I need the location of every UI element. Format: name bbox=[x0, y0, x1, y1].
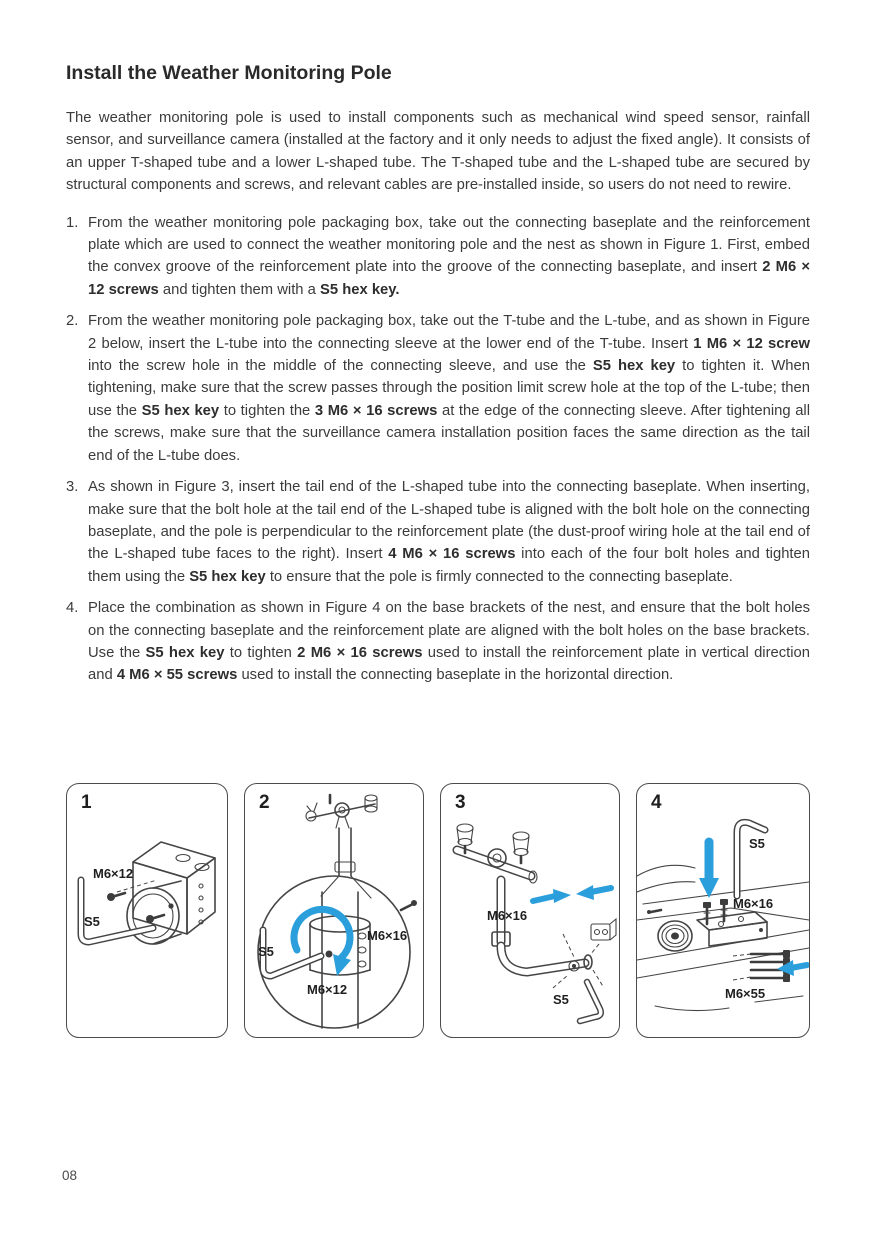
figure-2-label-hex-key: S5 bbox=[258, 944, 274, 959]
figure-row: 1 bbox=[66, 783, 810, 1040]
figure-2-panel: 2 bbox=[244, 783, 424, 1038]
page-content: Install the Weather Monitoring Pole The … bbox=[66, 0, 810, 696]
figure-1-label-hex-key: S5 bbox=[84, 914, 100, 929]
step-4-text: Place the combination as shown in Figure… bbox=[88, 600, 810, 684]
figure-4-drawing-nest-base bbox=[637, 818, 809, 1012]
figure-1-number: 1 bbox=[81, 792, 92, 813]
step-2-text: From the weather monitoring pole packagi… bbox=[88, 313, 811, 464]
figure-4-panel: 4 bbox=[636, 783, 810, 1038]
step-1-text: From the weather monitoring pole packagi… bbox=[88, 214, 810, 298]
figure-1-drawing-baseplate bbox=[77, 841, 216, 946]
figure-2-drawing-sleeve-detail bbox=[257, 793, 417, 1029]
step-2: 2. From the weather monitoring pole pack… bbox=[66, 310, 810, 467]
figure-1-label-screw: M6×12 bbox=[93, 866, 134, 881]
instruction-steps: 1. From the weather monitoring pole pack… bbox=[66, 212, 810, 687]
figure-2-label-mid-screw: M6×12 bbox=[307, 982, 348, 997]
figure-3-label-hex-key: S5 bbox=[553, 992, 569, 1007]
step-2-number: 2. bbox=[66, 313, 79, 330]
figure-3-drawing-ltube bbox=[452, 823, 617, 1025]
step-4-number: 4. bbox=[66, 600, 79, 617]
figure-2-number: 2 bbox=[259, 792, 270, 813]
figure-2-label-side-screws: M6×16 bbox=[367, 928, 408, 943]
figure-3-label-screws: M6×16 bbox=[487, 908, 528, 923]
page-title: Install the Weather Monitoring Pole bbox=[66, 62, 392, 84]
page-number: 08 bbox=[62, 1168, 78, 1183]
figure-4-label-side-screws: M6×55 bbox=[725, 986, 766, 1001]
figure-3-number: 3 bbox=[455, 792, 466, 813]
step-3: 3. As shown in Figure 3, insert the tail… bbox=[66, 476, 810, 588]
figure-3-panel: 3 bbox=[440, 783, 620, 1038]
figure-4-number: 4 bbox=[651, 792, 662, 813]
step-3-number: 3. bbox=[66, 479, 79, 496]
step-3-text: As shown in Figure 3, insert the tail en… bbox=[88, 479, 810, 585]
figure-1-panel: 1 bbox=[66, 783, 228, 1038]
figure-4-label-hex-key: S5 bbox=[749, 836, 765, 851]
step-1: 1. From the weather monitoring pole pack… bbox=[66, 212, 810, 302]
step-4: 4. Place the combination as shown in Fig… bbox=[66, 597, 810, 687]
figure-4-label-top-screws: M6×16 bbox=[733, 896, 774, 911]
step-1-number: 1. bbox=[66, 214, 79, 231]
intro-paragraph: The weather monitoring pole is used to i… bbox=[66, 110, 810, 194]
